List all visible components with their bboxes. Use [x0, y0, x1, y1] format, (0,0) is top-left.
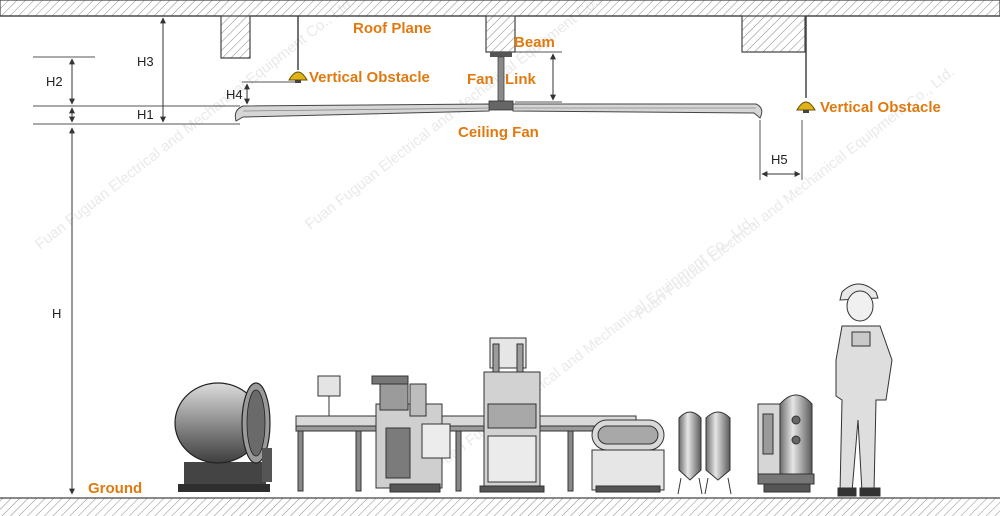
dim-h3: H3: [137, 54, 154, 69]
svg-text:Fuan Fuguan Electrical and Mec: Fuan Fuguan Electrical and Mechanical Eq…: [302, 0, 628, 233]
worker-figure: [835, 283, 893, 497]
label-roof-plane: Roof Plane: [353, 20, 431, 37]
fan-mount-bracket: [490, 52, 512, 57]
label-ground: Ground: [88, 480, 142, 497]
curved-conveyor: [591, 419, 665, 493]
label-link: Link: [505, 71, 536, 88]
label-fan: Fan: [467, 71, 494, 88]
fan-blade-right: [512, 103, 763, 119]
label-ceiling-fan: Ceiling Fan: [458, 124, 539, 141]
dim-h4: H4: [226, 87, 243, 102]
storage-tank-left: [677, 411, 703, 495]
dim-h: H: [52, 306, 61, 321]
label-vertical-obstacle-right: Vertical Obstacle: [820, 99, 941, 116]
dimension-arrows: [69, 17, 801, 495]
pressure-vessel-unit: [757, 394, 815, 493]
ceiling-fan: [234, 52, 763, 122]
conveyor-line: [295, 375, 637, 492]
drum-tank-machine: [174, 382, 272, 492]
vertical-obstacle-lamp-right: [796, 16, 816, 113]
fan-motor-hub: [488, 100, 514, 111]
dim-h5: H5: [771, 152, 788, 167]
dim-h1: H1: [137, 107, 154, 122]
dim-h2: H2: [46, 74, 63, 89]
storage-tank-right: [704, 411, 732, 495]
vertical-obstacle-lamp-left: [288, 16, 308, 83]
ground-slab: [0, 497, 1000, 516]
fan-blade-left: [234, 103, 490, 122]
label-beam: Beam: [514, 34, 555, 51]
packing-machine: [371, 375, 451, 493]
label-vertical-obstacle-left: Vertical Obstacle: [309, 69, 430, 86]
filling-machine: [479, 337, 545, 493]
fan-link-rod: [497, 56, 505, 102]
roof-slab: [0, 0, 1000, 59]
